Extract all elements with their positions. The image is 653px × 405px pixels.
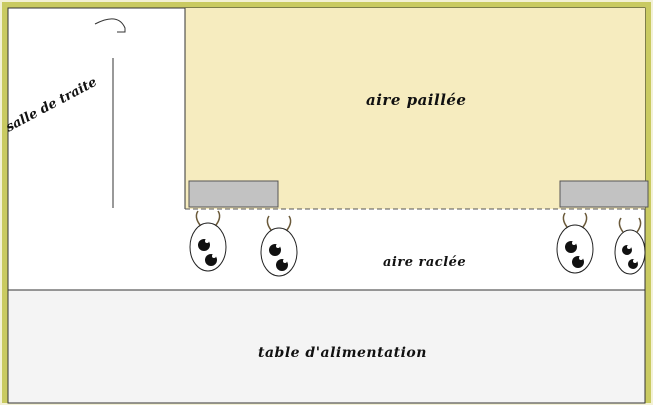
door-swing-icon	[94, 18, 126, 33]
cow-icon	[189, 210, 227, 272]
feeding-table-zone	[7, 289, 646, 404]
cow-icon	[260, 215, 298, 277]
water-trough-left	[188, 180, 279, 208]
straw-area-label: aire paillée	[366, 91, 467, 109]
cow-icon	[614, 217, 646, 275]
straw-area-zone	[185, 8, 645, 209]
scraped-area-label: aire raclée	[383, 255, 467, 270]
water-trough-right	[559, 180, 649, 208]
cow-icon	[556, 212, 594, 274]
feeding-table-label: table d'alimentation	[258, 345, 427, 361]
